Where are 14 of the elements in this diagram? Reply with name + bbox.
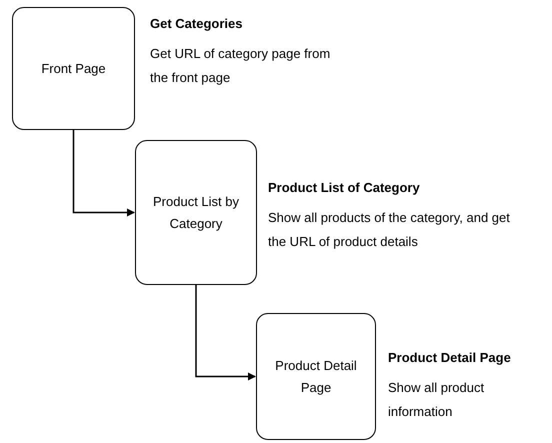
step-heading: Product List of Category [268, 179, 421, 197]
node-label: Front Page [41, 60, 106, 78]
step-heading: Product Detail Page [388, 349, 512, 367]
page-box [256, 313, 376, 440]
step-description: Show all product information [388, 379, 486, 421]
step-description: Show all products of the category, and get the URL of product details [268, 209, 511, 251]
step-description: Get URL of category page from the front page [150, 45, 332, 87]
page-box [12, 7, 135, 130]
node-label: Product List by Category [152, 192, 240, 233]
connector-arrow [72, 130, 135, 216]
page-box [135, 140, 257, 285]
step-heading: Get Categories [150, 15, 244, 33]
node-label: Product Detail Page [274, 356, 358, 397]
connector-arrow [195, 285, 256, 380]
